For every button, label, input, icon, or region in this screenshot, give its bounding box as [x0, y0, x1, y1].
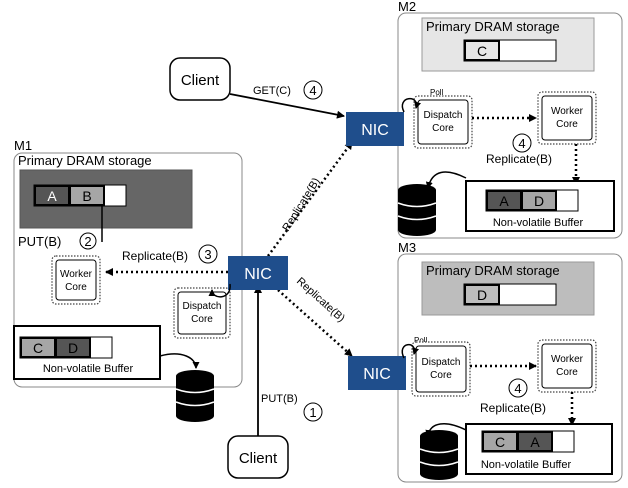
- step-circle-4-m2: [512, 133, 532, 153]
- dispatch-core-chip-m3: Dispatch Core: [411, 341, 471, 397]
- nv-buffer-slots-m2: A D: [485, 189, 579, 212]
- disk-icon-m1: [175, 370, 215, 422]
- dram-slot-b: B: [82, 188, 91, 204]
- nic-m2-label: NIC: [361, 122, 389, 139]
- get-edge: [229, 93, 345, 119]
- worker-label-m2-1: Worker: [551, 106, 584, 117]
- nv-buffer-label-m3: Non-volatile Buffer: [481, 459, 572, 471]
- client-bottom-label: Client: [239, 450, 278, 467]
- storage-label-m2: Primary DRAM storage: [426, 19, 560, 34]
- dram-slot-c-m2: C: [477, 43, 487, 59]
- nv-slot-a-m3: A: [530, 434, 540, 450]
- storage-label-m1: Primary DRAM storage: [18, 153, 152, 168]
- replicate-edge-m2: [266, 141, 354, 257]
- worker-label-m1-2: Core: [65, 282, 87, 293]
- nv-slot-d-m1: D: [68, 340, 78, 356]
- replicate-label-to-m2: Replicate(B): [280, 176, 322, 234]
- worker-label-m3-1: Worker: [551, 354, 584, 365]
- step-4-m3: 4: [514, 381, 521, 396]
- step-4-m2: 4: [518, 136, 525, 151]
- nv-slot-a-m2: A: [499, 193, 509, 209]
- machine-m2: M2 Primary DRAM storage C Poll Dispatch …: [397, 0, 623, 239]
- dispatch-label-m2-1: Dispatch: [424, 110, 463, 121]
- machine-m3: M3 Primary DRAM storage D Poll Dispatch …: [397, 240, 623, 483]
- machine-label-m1: M1: [14, 138, 32, 153]
- replicate-label-m3: Replicate(B): [480, 401, 546, 415]
- nic-m3-label: NIC: [363, 366, 391, 383]
- dispatch-core-chip-m1: Dispatch Core: [173, 287, 231, 339]
- step-circle-4-get: [303, 80, 323, 100]
- worker-label-m3-2: Core: [556, 367, 578, 378]
- worker-core-chip-m3: Worker Core: [537, 339, 597, 393]
- nv-buffer-label-m2: Non-volatile Buffer: [493, 217, 584, 229]
- worker-core-chip-m2: Worker Core: [537, 91, 597, 145]
- machine-label-m3: M3: [398, 240, 416, 255]
- step-circle-1: [303, 402, 323, 422]
- dram-slot-a: A: [47, 188, 57, 204]
- dispatch-label-m2-2: Core: [432, 123, 454, 134]
- nv-buffer-slots-m1: C D: [19, 336, 113, 359]
- nic-m1: NIC: [228, 256, 288, 290]
- dram-slots-m3: D: [463, 283, 557, 306]
- client-top: Client: [169, 57, 231, 101]
- replicate-label-m1: Replicate(B): [122, 249, 188, 263]
- poll-label-m2: Poll: [430, 88, 444, 97]
- dispatch-label-m3-1: Dispatch: [422, 357, 461, 368]
- step-circle-3: [198, 244, 218, 264]
- dram-slots-m2: C: [463, 39, 557, 62]
- nv-buffer-label-m1: Non-volatile Buffer: [43, 363, 134, 375]
- dispatch-core-chip-m2: Dispatch Core: [413, 95, 473, 149]
- nic-m2: NIC: [346, 112, 404, 146]
- worker-label-m1-1: Worker: [60, 269, 93, 280]
- dispatch-label-m1-2: Core: [191, 314, 213, 325]
- step-1: 1: [309, 405, 316, 420]
- nv-slot-c-m3: C: [495, 434, 505, 450]
- client-top-label: Client: [181, 72, 220, 89]
- put-label-m1: PUT(B): [18, 234, 61, 249]
- machine-label-m2: M2: [398, 0, 416, 14]
- nic-m1-label: NIC: [244, 266, 272, 283]
- worker-label-m2-2: Core: [556, 119, 578, 130]
- poll-label-m3: Poll: [414, 336, 428, 345]
- dispatch-label-m3-2: Core: [430, 370, 452, 381]
- dram-slots-m1: A B: [33, 184, 127, 207]
- storage-label-m3: Primary DRAM storage: [426, 263, 560, 278]
- get-label: GET(C): [253, 85, 291, 97]
- disk-icon-m3: [419, 430, 459, 480]
- replicate-label-to-m3: Replicate(B): [294, 275, 347, 324]
- step-4-get: 4: [309, 83, 316, 98]
- client-bottom: Client: [227, 435, 289, 479]
- replicate-edge-m3: [277, 289, 353, 357]
- nic-m3: NIC: [348, 356, 406, 390]
- nv-slot-d-m2: D: [534, 193, 544, 209]
- nv-buffer-slots-m3: C A: [481, 430, 575, 453]
- nv-slot-c-m1: C: [33, 340, 43, 356]
- machine-m1: M1 Primary DRAM storage A B PUT(B) 2 Wor…: [13, 138, 243, 422]
- step-2: 2: [84, 234, 91, 249]
- step-3: 3: [204, 247, 211, 262]
- dram-slot-d-m3: D: [477, 287, 487, 303]
- step-circle-4-m3: [508, 378, 528, 398]
- disk-icon-m2: [397, 184, 437, 236]
- dispatch-label-m1-1: Dispatch: [183, 301, 222, 312]
- put-label: PUT(B): [261, 393, 298, 405]
- replicate-label-m2: Replicate(B): [486, 152, 552, 166]
- step-circle-2: [79, 232, 97, 250]
- worker-core-chip-m1: Worker Core: [51, 255, 101, 305]
